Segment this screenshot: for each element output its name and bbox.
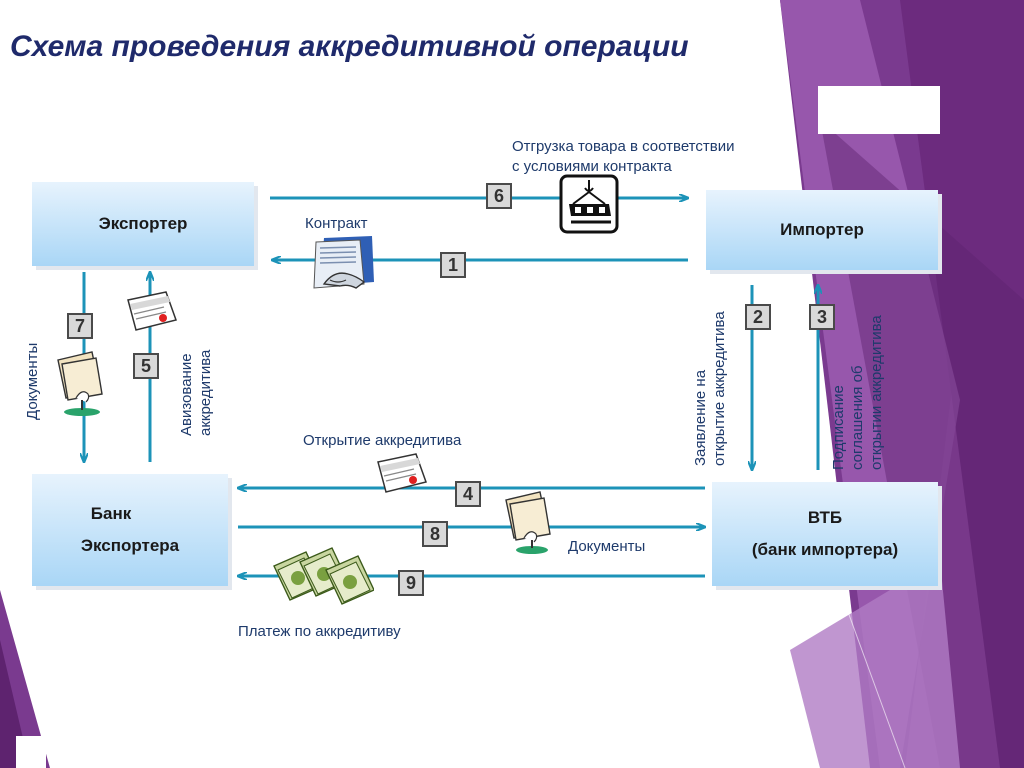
importer-bank-box: ВТБ (банк импортера)	[712, 482, 938, 586]
importer-bank-label-line1: ВТБ	[807, 507, 843, 527]
white-rectangle-bottom	[16, 736, 46, 768]
step-number-1: 1	[440, 252, 466, 278]
advising-label: Авизование аккредитива	[178, 350, 216, 436]
step-number-8: 8	[422, 521, 448, 547]
white-rectangle-top	[818, 86, 940, 134]
advising-label-line2: аккредитива	[196, 349, 214, 436]
application-label: Заявление на открытие аккредитива	[692, 311, 730, 466]
importer-label: Импортер	[780, 219, 864, 239]
crane-cargo-icon	[559, 174, 619, 234]
step-number-6: 6	[486, 183, 512, 209]
step-number-7: 7	[67, 313, 93, 339]
document-seal-icon	[127, 291, 177, 331]
signing-label-line3: открытии аккредитива	[867, 315, 885, 470]
importer-bank-label-line2: (банк импортера)	[751, 540, 899, 559]
step-number-4: 4	[455, 481, 481, 507]
shipment-label-line2: с условиями контракта	[512, 157, 672, 175]
step-number-5: 5	[133, 353, 159, 379]
contract-label: Контракт	[305, 215, 368, 232]
importer-box: Импортер	[706, 190, 938, 270]
exporter-bank-label-line2: Экспортера	[80, 536, 180, 555]
exporter-label: Экспортер	[98, 213, 188, 233]
document-seal-icon-opening	[377, 453, 427, 493]
signing-label-line2: соглашения об	[848, 365, 866, 470]
shipment-label: Отгрузка товара в соответствии с условия…	[512, 137, 734, 176]
money-bills-icon	[273, 547, 374, 605]
documents-folder-icon-bottom	[505, 491, 551, 554]
handshake-contract-icon	[313, 236, 374, 289]
advising-label-line1: Авизование	[178, 353, 195, 436]
application-label-line1: Заявление на	[692, 369, 709, 466]
shipment-label-line1: Отгрузка товара в соответствии	[512, 138, 735, 155]
exporter-bank-box: Банк Экспортера	[32, 474, 228, 586]
application-label-line2: открытие аккредитива	[710, 311, 728, 466]
step-number-2: 2	[745, 304, 771, 330]
page-title: Схема проведения аккредитивной операции	[10, 30, 689, 63]
signing-label-line1: Подписание	[830, 385, 847, 470]
step-number-3: 3	[809, 304, 835, 330]
signing-label: Подписание соглашения об открытии аккред…	[830, 315, 886, 470]
opening-label: Открытие аккредитива	[303, 432, 462, 449]
documents-bottom-label: Документы	[568, 538, 646, 555]
documents-left-label: Документы	[24, 342, 41, 420]
exporter-bank-label-line1: Банк	[90, 503, 132, 523]
payment-label: Платеж по аккредитиву	[238, 623, 401, 640]
step-number-9: 9	[398, 570, 424, 596]
documents-folder-icon	[57, 351, 103, 416]
exporter-box: Экспортер	[32, 182, 254, 266]
